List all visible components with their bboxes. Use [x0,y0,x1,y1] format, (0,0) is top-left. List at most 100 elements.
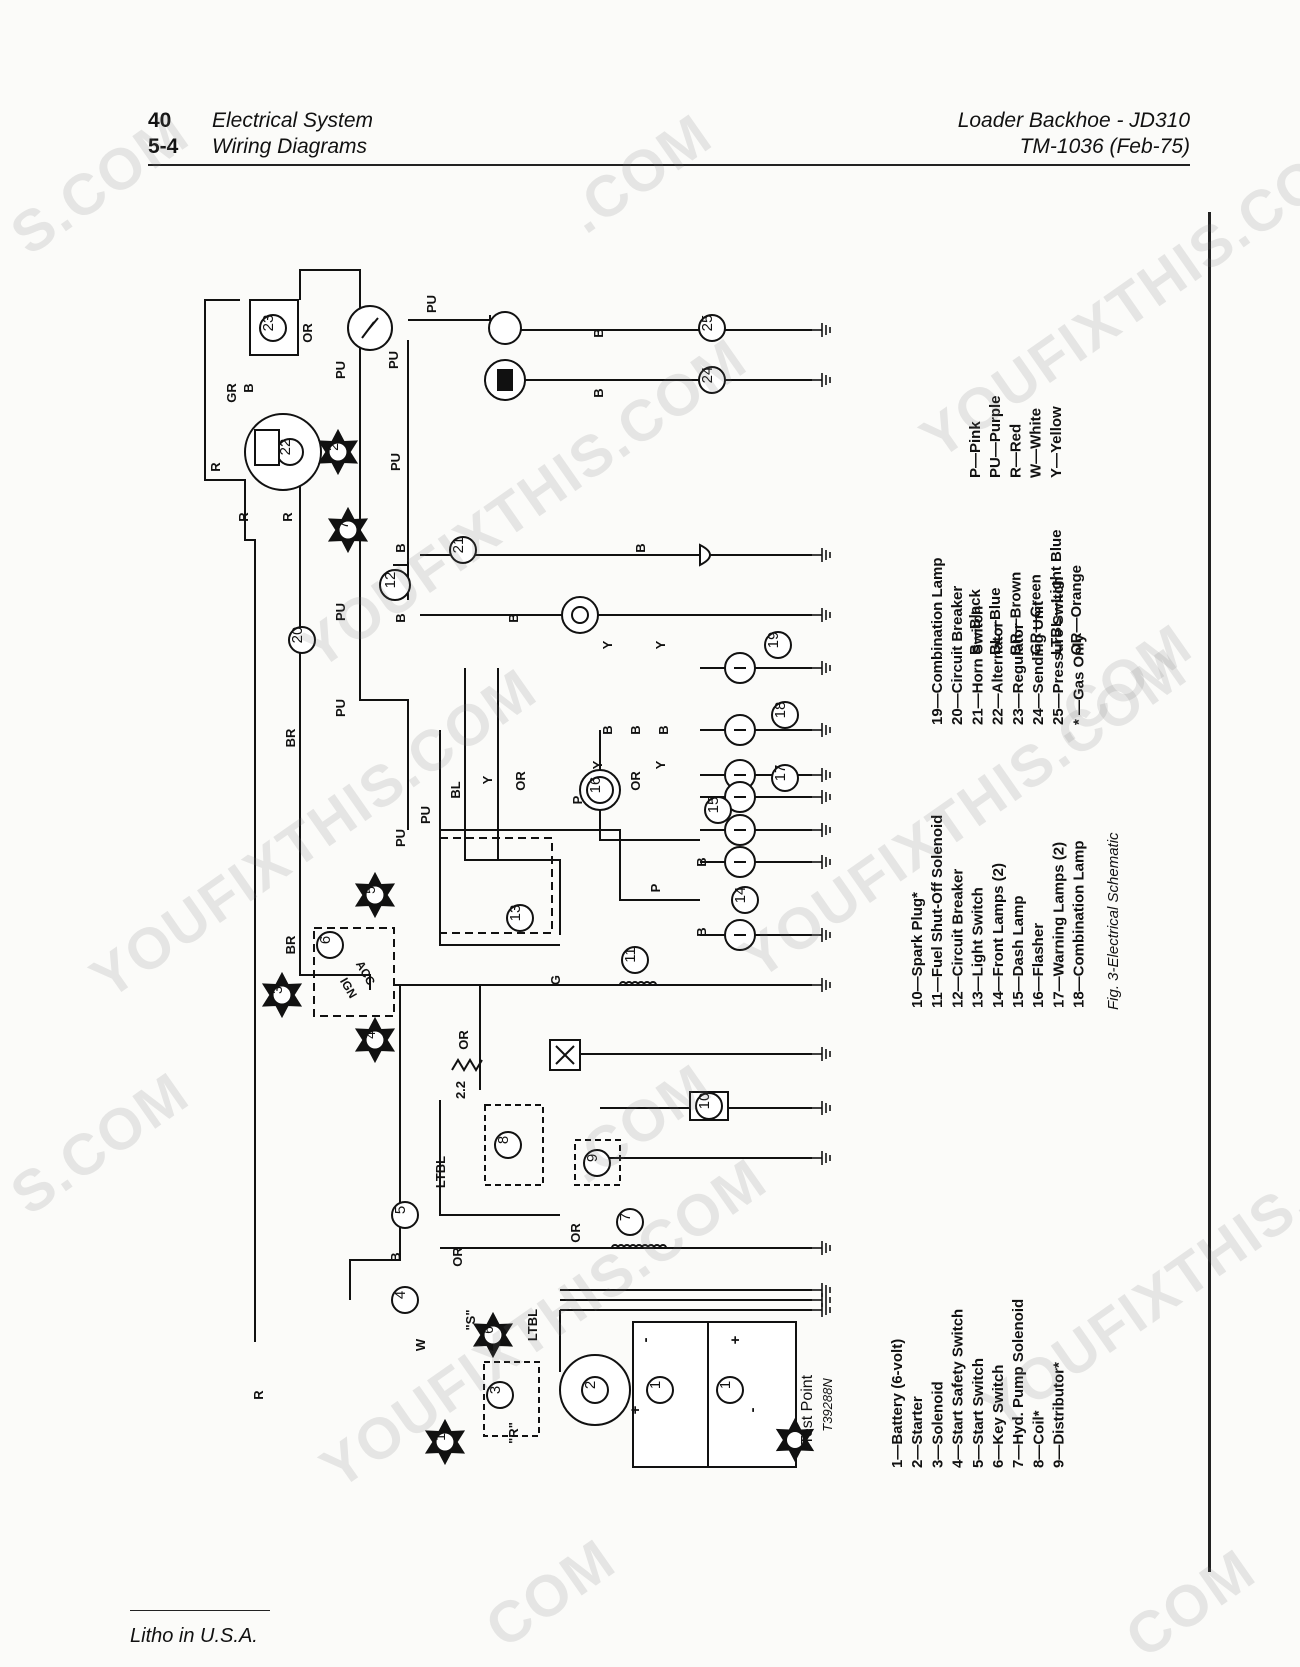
wire-color-label: P [648,883,663,892]
component-number: 3 [269,986,285,994]
wire-color-label: R [280,512,295,522]
wire-color-label: B [694,857,709,866]
sending-unit-fill [497,369,513,391]
wire-color-label: GR [224,383,239,403]
legend-component-entry: 9—Distributor* [1051,1362,1068,1468]
legend-component-entry: 1—Battery (6-volt) [889,1339,906,1468]
callout-circle [449,536,477,564]
orange-wire [299,269,361,305]
wire-color-label: Y [653,760,668,769]
component-callout: 1 [646,1376,674,1404]
component-callout: 18 [771,701,799,729]
wire-color-label: PU [386,351,401,369]
connector-center [785,1430,805,1450]
wire-color-label: R [251,1390,266,1400]
component-number: 7 [617,1213,634,1221]
polarity-label: - [637,1338,654,1343]
switch-position-label: IGN [337,975,360,1000]
component-number: 3 [487,1386,504,1394]
component-number: 2 [582,1381,599,1389]
legend-component-entry: 5—Start Switch [970,1358,987,1468]
yellow-wire [439,730,560,946]
legend-component-entry: 16—Flasher [1030,923,1047,1008]
ground-symbols [812,323,831,1317]
purple-wire [359,305,409,830]
component-number: 9 [584,1154,601,1162]
ground-symbol [812,661,831,675]
red-wire [204,299,256,1342]
component-callout: 19 [764,631,792,659]
legend-component-entry: 24—Sending Unit [1030,601,1047,725]
wire-color-label: PU [333,361,348,379]
wire-color-label: R [208,462,223,472]
component-callout: 4 [391,1286,419,1314]
gauge-spiral [571,606,589,624]
distributor-box [574,1139,621,1186]
legend-color-entry: BR—Brown [1007,572,1024,655]
ground-symbol [812,768,831,782]
legend-component-entry: 17—Warning Lamps (2) [1050,842,1067,1008]
legend-component-entry: 22—Alternator [990,621,1007,725]
ground-symbol [812,1241,831,1255]
legend-component-entry: 11—Fuel Shut-Off Solenoid [929,815,946,1008]
connector-center [482,1324,504,1346]
resistor-symbol [451,1058,483,1072]
dash-gauge-symbol [561,596,599,634]
test-point-label: Test Point [799,1374,816,1445]
ground-symbol [812,548,831,562]
component-callout: 17 [771,764,799,792]
callout-circle [288,626,316,654]
component-number: 5 [362,886,378,894]
section-title: Electrical System [212,109,374,132]
wire-color-label: B [393,613,408,622]
wire-color-label: R [236,512,251,522]
legend-color-entry: LTBL—Light Blue [1048,529,1065,655]
callout-circle [764,631,792,659]
wire-color-label: BR [283,935,298,954]
page-number: 40 [148,109,172,132]
callout-circle [731,886,759,914]
ground-symbol [812,928,831,942]
callout-circle [695,1092,723,1120]
callout-circle [391,1286,419,1314]
manual-title: Loader Backhoe - JD310 [957,109,1190,132]
legend-color-entry: PU—Purple [987,395,1004,478]
wire-color-label: B [628,725,643,734]
callout-circle [494,1131,522,1159]
component-number: 12 [382,572,399,589]
component-number: 20 [289,627,306,644]
ground-symbol [812,823,831,837]
key-switch-box [313,927,395,1017]
callout-circle [698,366,726,394]
blue-wire [464,668,561,935]
black-wire [349,985,401,1300]
legend-color-entry: B—Black [967,588,984,655]
connector-center [434,1431,456,1453]
wire-color-label: B [694,927,709,936]
subsection-title: Wiring Diagrams [212,135,368,158]
component-callout: 11 [621,946,649,974]
ground-symbol [812,723,831,737]
callout-circle [583,1149,611,1177]
wire-color-label: BL [448,781,463,798]
callout-circle [379,569,411,601]
component-callout: 6 [316,931,344,959]
legend-component-entry: 13—Light Switch [970,887,987,1008]
drawing-code: T39288N [820,1378,835,1432]
component-number: 23 [260,315,277,332]
alternator-rectifier [254,429,280,466]
component-number: 1 [717,1381,734,1389]
legend-color-entry: OR—Orange [1068,565,1085,655]
wire-color-label: PU [388,453,403,471]
wire-color-label: OR [300,323,315,343]
legend-component-entry: 15—Dash Lamp [1010,895,1027,1008]
ground-symbol [812,790,831,804]
legend-component-entry: 8—Coil* [1030,1410,1047,1468]
wire-color-label: W [413,1338,428,1351]
wire-color-label: Y [590,760,605,769]
component-number: 17 [772,765,789,782]
component-number: 4 [362,1031,378,1039]
wire-color-label: PU [418,806,433,824]
connector-center [337,519,359,541]
